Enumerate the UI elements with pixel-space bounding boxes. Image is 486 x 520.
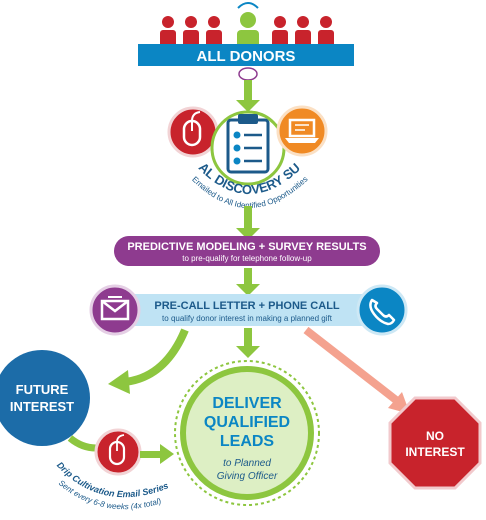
deliver-line1: DELIVER (212, 395, 282, 412)
future-interest-circle: FUTURE INTEREST (0, 350, 90, 446)
no-interest-octagon: NO INTEREST (388, 396, 482, 490)
arrow-to-survey (236, 80, 260, 112)
arrow-to-deliver (236, 328, 260, 358)
arrow-to-no-interest (303, 326, 410, 414)
drip-mouse-icon (94, 428, 142, 476)
future-line2: INTEREST (10, 399, 74, 414)
predictive-modeling-bar: PREDICTIVE MODELING + SURVEY RESULTS to … (114, 236, 380, 266)
precall-subtitle: to qualify donor interest in making a pl… (162, 314, 333, 323)
laptop-icon (276, 105, 328, 157)
deliver-sub1: to Planned (223, 458, 271, 469)
predictive-subtitle: to pre-qualify for telephone follow-up (182, 254, 312, 263)
precall-bar: PRE-CALL LETTER + PHONE CALL to qualify … (100, 294, 394, 326)
deliver-line2: QUALIFIED (204, 414, 290, 431)
deliver-sub2: Giving Officer (217, 471, 278, 482)
selection-ring (238, 67, 258, 81)
all-donors-label: ALL DONORS (197, 48, 296, 65)
phone-icon (356, 284, 408, 336)
arrow-to-predictive (236, 206, 260, 240)
no-interest-line2: INTEREST (405, 445, 465, 459)
arrow-to-precall (236, 268, 260, 296)
mouse-icon (167, 106, 219, 158)
arrow-future-to-drip (67, 435, 97, 452)
arrow-to-future (108, 328, 189, 394)
all-donors-banner: ALL DONORS (138, 44, 354, 66)
no-interest-line1: NO (426, 429, 444, 443)
deliver-leads-circle: DELIVER QUALIFIED LEADS to Planned Givin… (174, 360, 320, 506)
precall-title: PRE-CALL LETTER + PHONE CALL (154, 300, 340, 312)
letter-icon (89, 284, 141, 336)
arrow-drip-to-deliver (140, 444, 174, 464)
clipboard-icon (210, 110, 286, 186)
future-line1: FUTURE (16, 382, 69, 397)
deliver-line3: LEADS (220, 433, 275, 450)
predictive-title: PREDICTIVE MODELING + SURVEY RESULTS (127, 241, 366, 253)
